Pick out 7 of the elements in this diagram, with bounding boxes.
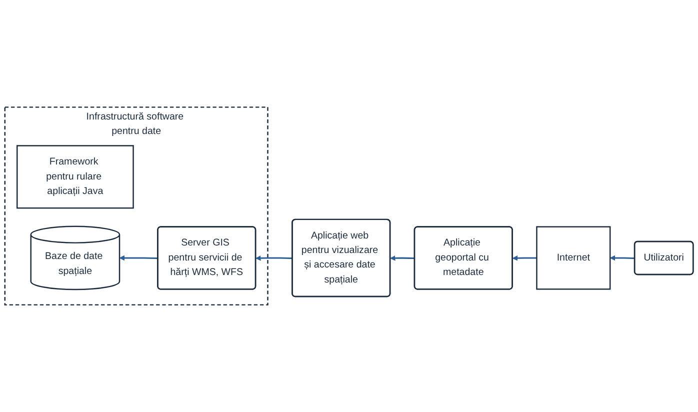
arrow	[512, 255, 537, 261]
arrow	[610, 255, 635, 261]
arrow	[256, 255, 293, 261]
arrow	[119, 255, 158, 261]
arrow	[390, 255, 415, 261]
node-box: Framework pentru rulare aplicații Java	[16, 145, 134, 209]
node-box: Internet	[536, 226, 611, 290]
